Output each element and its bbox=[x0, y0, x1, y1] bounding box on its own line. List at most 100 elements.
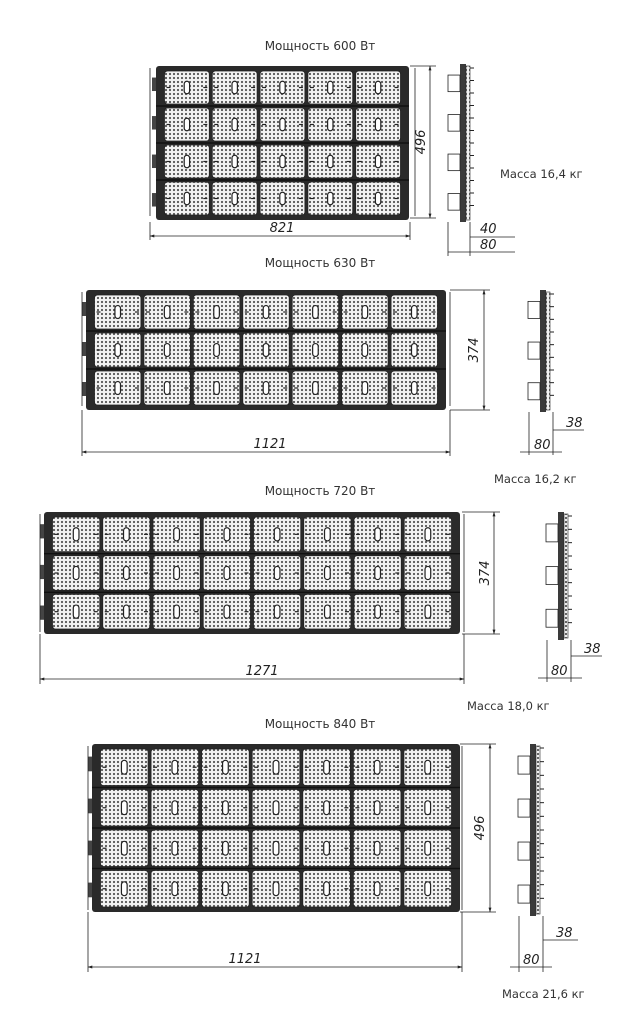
module-lens bbox=[173, 565, 181, 581]
module-lens bbox=[120, 840, 128, 856]
height-dimension: 496 bbox=[460, 743, 496, 913]
module-lens bbox=[323, 527, 331, 542]
module-lens bbox=[272, 840, 280, 856]
variant-title: Мощность 720 Вт bbox=[265, 484, 376, 498]
module-lens bbox=[221, 881, 229, 897]
height-label: 374 bbox=[478, 561, 493, 586]
mount-bracket bbox=[82, 382, 86, 396]
side-profile bbox=[558, 512, 564, 640]
module-lens bbox=[72, 604, 80, 619]
depth-dimension: 40 80 bbox=[447, 222, 515, 256]
module-lens bbox=[424, 840, 432, 856]
module-lens bbox=[120, 800, 128, 816]
module-lens bbox=[163, 380, 171, 396]
side-bracket bbox=[447, 114, 461, 132]
mass-label: Масса 21,6 кг bbox=[502, 987, 585, 1001]
mount-bracket bbox=[88, 840, 92, 856]
depth-label: 80 bbox=[523, 953, 540, 968]
module-lens bbox=[374, 154, 382, 169]
side-bracket bbox=[517, 798, 531, 818]
module-lens bbox=[171, 800, 179, 816]
side-bracket bbox=[545, 523, 559, 543]
front-view bbox=[81, 290, 451, 410]
module-lens bbox=[374, 117, 382, 132]
module-lens bbox=[361, 304, 369, 320]
mount-bracket bbox=[40, 605, 44, 620]
module-lens bbox=[373, 759, 381, 775]
module-lens bbox=[213, 342, 220, 358]
height-dimension: 496 bbox=[410, 65, 436, 219]
side-bracket bbox=[545, 608, 559, 628]
module-lens bbox=[231, 191, 238, 206]
module-lens bbox=[424, 759, 432, 775]
module-lens bbox=[327, 154, 334, 169]
module-lens bbox=[171, 840, 179, 856]
module-lens bbox=[424, 881, 432, 897]
side-view bbox=[527, 290, 554, 412]
variant-720w: Мощность 720 Вт 1271 374 38 80 bbox=[39, 484, 602, 713]
module-lens bbox=[323, 604, 331, 619]
module-lens bbox=[323, 840, 331, 856]
module-lens bbox=[221, 840, 229, 856]
mount-bracket bbox=[152, 154, 156, 169]
module-lens bbox=[122, 565, 130, 581]
module-lens bbox=[171, 881, 179, 897]
depth-dimension: 38 80 bbox=[510, 916, 578, 972]
mass-label: Масса 18,0 кг bbox=[467, 699, 550, 713]
module-lens bbox=[410, 380, 418, 396]
module-lens bbox=[231, 154, 238, 169]
mount-bracket bbox=[88, 798, 92, 814]
module-lens bbox=[279, 154, 286, 169]
module-lens bbox=[272, 759, 280, 775]
side-bracket bbox=[447, 193, 461, 211]
height-dimension: 374 bbox=[450, 289, 490, 411]
module-lens bbox=[323, 759, 331, 775]
module-lens bbox=[223, 604, 231, 619]
module-lens bbox=[424, 604, 432, 619]
width-label: 1271 bbox=[245, 664, 278, 679]
module-lens bbox=[262, 380, 270, 396]
side-bracket bbox=[447, 74, 461, 93]
module-lens bbox=[183, 154, 191, 169]
side-view bbox=[545, 512, 572, 640]
module-lens bbox=[273, 565, 281, 581]
module-lens bbox=[122, 604, 130, 619]
module-lens bbox=[272, 800, 280, 816]
side-bracket bbox=[517, 884, 531, 904]
module-lens bbox=[424, 527, 432, 542]
mount-bracket bbox=[152, 116, 156, 130]
module-lens bbox=[374, 527, 382, 542]
module-lens bbox=[323, 800, 331, 816]
thickness-label: 38 bbox=[584, 642, 601, 657]
front-view bbox=[149, 66, 416, 220]
module-lens bbox=[221, 800, 229, 816]
module-lens bbox=[424, 565, 432, 581]
module-lens bbox=[279, 117, 286, 132]
module-lens bbox=[374, 191, 382, 206]
module-lens bbox=[312, 380, 319, 396]
module-lens bbox=[171, 759, 179, 775]
module-lens bbox=[221, 759, 229, 775]
module-lens bbox=[323, 565, 331, 581]
side-bracket bbox=[527, 341, 541, 360]
module-lens bbox=[327, 80, 334, 95]
thickness-label: 40 bbox=[480, 222, 497, 237]
side-view bbox=[447, 64, 474, 222]
depth-label: 80 bbox=[534, 438, 551, 453]
module-lens bbox=[72, 565, 80, 581]
module-lens bbox=[173, 527, 181, 542]
module-lens bbox=[410, 342, 418, 358]
depth-dimension: 38 80 bbox=[520, 412, 584, 455]
module-lens bbox=[424, 800, 432, 816]
width-label: 821 bbox=[270, 221, 295, 236]
depth-label: 80 bbox=[551, 664, 568, 679]
module-lens bbox=[361, 380, 369, 396]
module-lens bbox=[114, 342, 122, 358]
module-lens bbox=[374, 80, 382, 95]
module-lens bbox=[312, 304, 319, 320]
module-lens bbox=[327, 117, 334, 132]
module-lens bbox=[262, 304, 270, 320]
height-label: 496 bbox=[414, 130, 429, 155]
module-lens bbox=[173, 604, 181, 619]
